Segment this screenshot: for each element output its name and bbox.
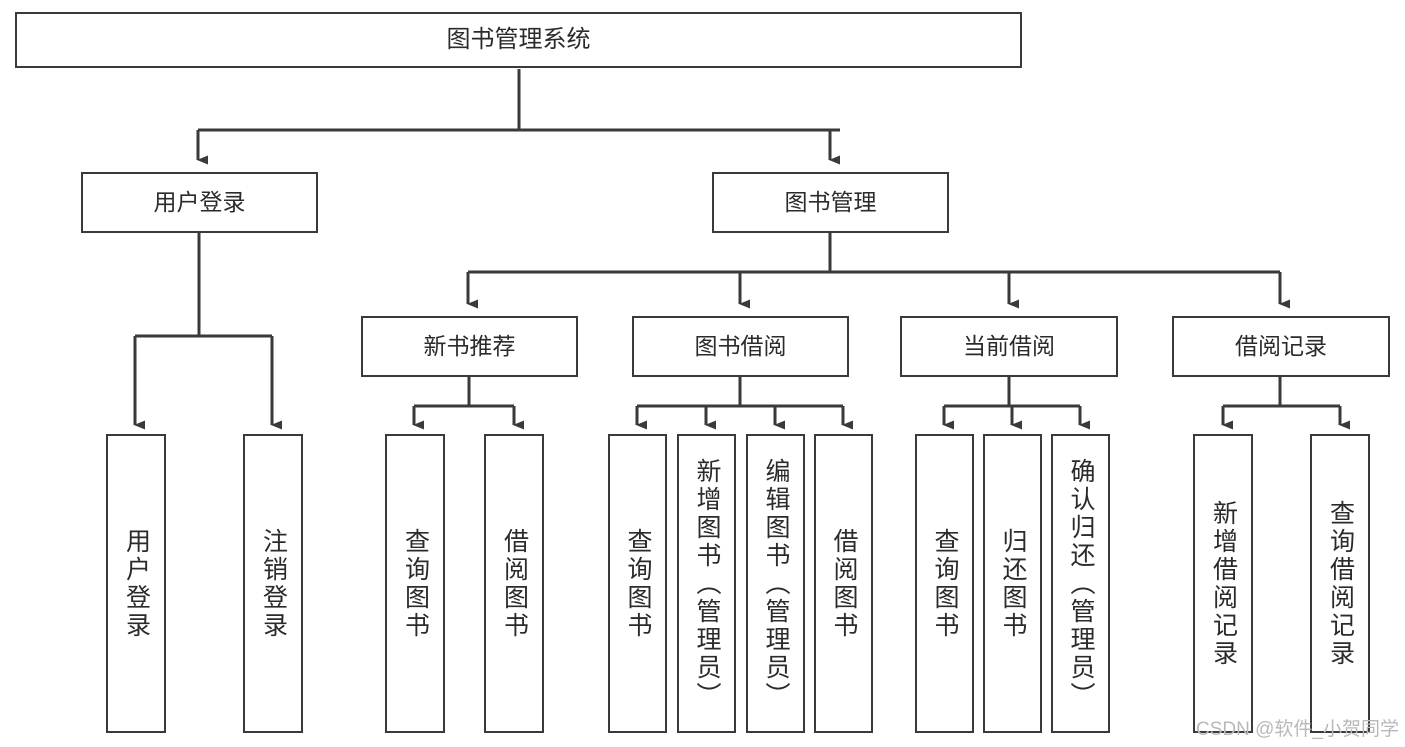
node-label: 查询借阅记录 (1326, 499, 1355, 668)
node-label: 图书管理系统 (446, 25, 591, 53)
node-label: 注销登录 (259, 527, 288, 640)
node-label: 借阅记录 (1235, 332, 1327, 359)
node-label: 用户登录 (122, 527, 151, 640)
node-leaf-add-record[interactable]: 新增借阅记录 (1193, 434, 1253, 733)
node-leaf-user-login[interactable]: 用户登录 (106, 434, 166, 733)
node-label: 新增借阅记录 (1209, 499, 1238, 668)
node-label: 查询图书 (624, 527, 652, 640)
node-label: 查询图书 (401, 527, 430, 640)
node-label: 借阅图书 (500, 527, 529, 640)
node-label: 归还图书 (999, 527, 1027, 640)
node-leaf-add-book[interactable]: 新增图书（管理员） (677, 434, 736, 733)
node-root-system[interactable]: 图书管理系统 (15, 12, 1022, 68)
node-book-manage[interactable]: 图书管理 (712, 172, 949, 233)
node-borrow-record[interactable]: 借阅记录 (1172, 316, 1390, 377)
node-leaf-confirm-return[interactable]: 确认归还（管理员） (1051, 434, 1110, 733)
node-label: 查询图书 (931, 527, 959, 640)
watermark: CSDN @软件_小贺同学 (1196, 719, 1399, 740)
node-leaf-edit-book[interactable]: 编辑图书（管理员） (746, 434, 805, 733)
node-leaf-borrow-book-1[interactable]: 借阅图书 (484, 434, 544, 733)
node-leaf-user-logout[interactable]: 注销登录 (243, 434, 303, 733)
node-label: 当前借阅 (963, 332, 1055, 359)
node-user-login[interactable]: 用户登录 (81, 172, 318, 233)
node-label: 图书借阅 (694, 332, 787, 359)
node-label: 图书管理 (784, 188, 877, 215)
node-leaf-query-book-2[interactable]: 查询图书 (608, 434, 667, 733)
node-book-borrow[interactable]: 图书借阅 (632, 316, 849, 377)
node-current-borrow[interactable]: 当前借阅 (900, 316, 1118, 377)
node-label: 借阅图书 (830, 527, 858, 640)
node-leaf-borrow-book-2[interactable]: 借阅图书 (814, 434, 873, 733)
node-leaf-query-record[interactable]: 查询借阅记录 (1310, 434, 1370, 733)
node-label: 编辑图书（管理员） (762, 457, 790, 710)
node-label: 新书推荐 (423, 332, 516, 359)
node-leaf-return-book[interactable]: 归还图书 (983, 434, 1042, 733)
node-new-book-recommend[interactable]: 新书推荐 (361, 316, 578, 377)
node-label: 确认归还（管理员） (1067, 457, 1095, 710)
node-leaf-query-book-3[interactable]: 查询图书 (915, 434, 974, 733)
node-label: 用户登录 (153, 188, 246, 215)
node-label: 新增图书（管理员） (693, 457, 721, 710)
node-leaf-query-book-1[interactable]: 查询图书 (385, 434, 445, 733)
